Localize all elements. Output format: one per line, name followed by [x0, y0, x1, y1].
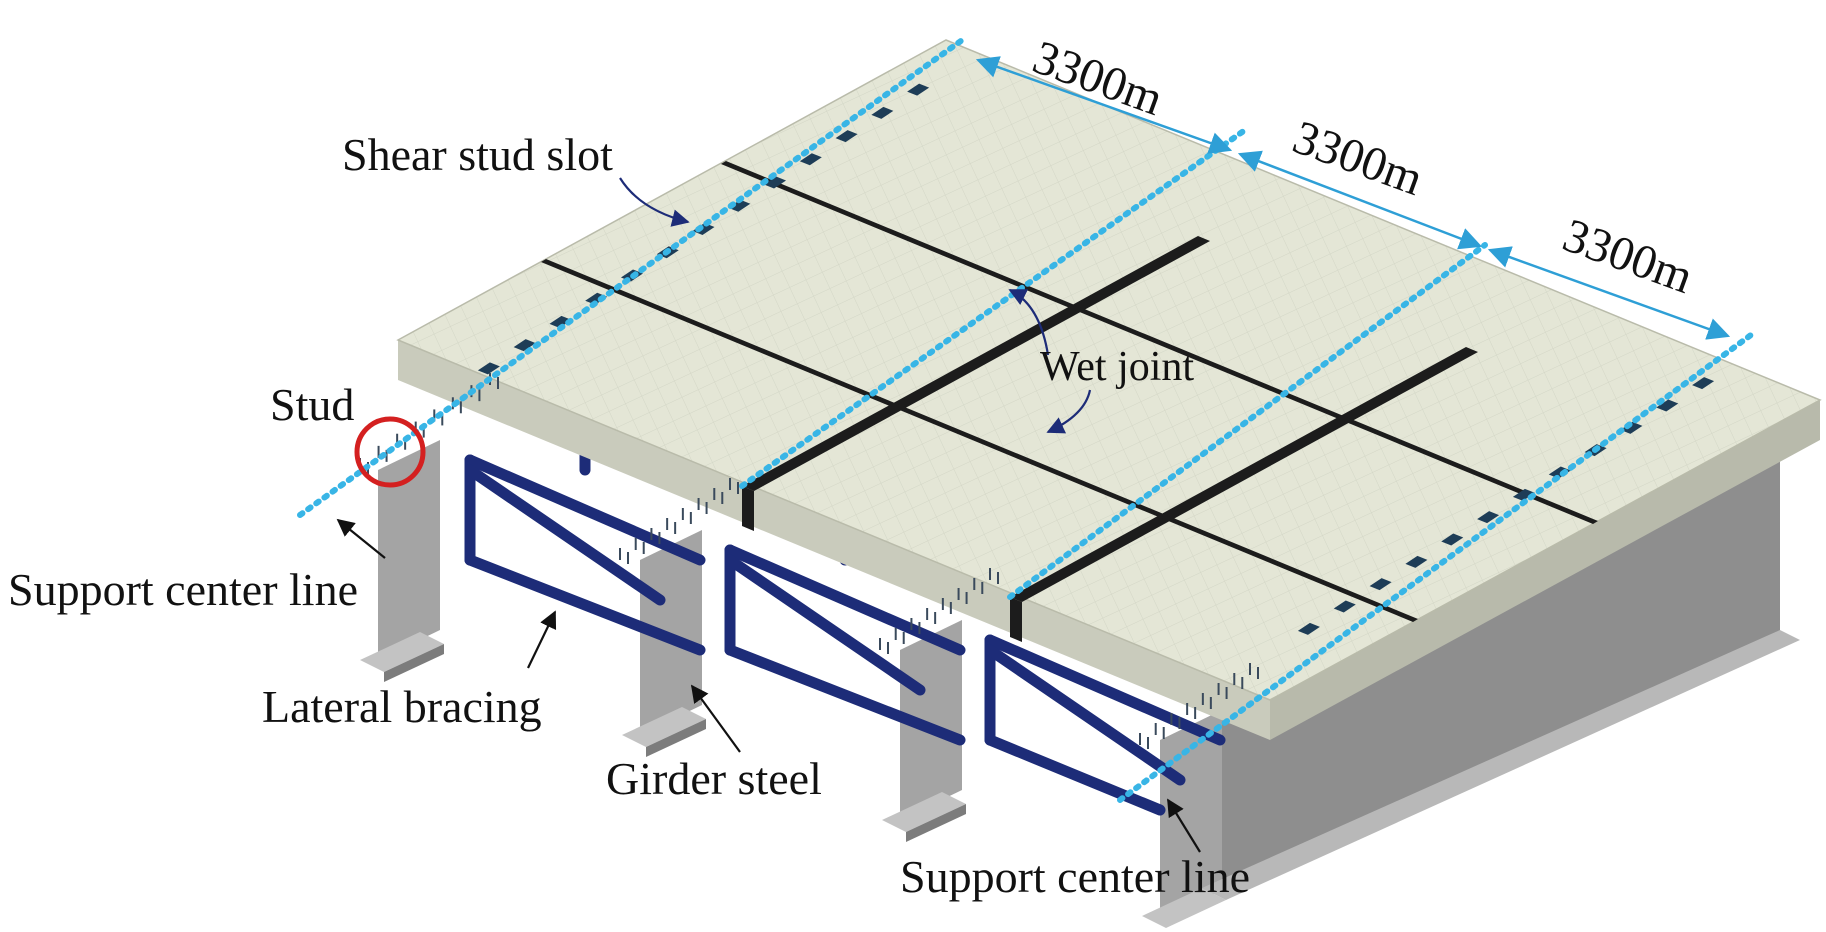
stud-group — [359, 373, 1259, 749]
shear-stud-slot — [764, 176, 787, 189]
joint-center-line-1 — [739, 127, 1248, 489]
support-center-line-bottom-leader — [1167, 798, 1201, 853]
shear-stud-slot — [907, 83, 930, 96]
wet-joint-group — [541, 161, 1598, 642]
shear-stud-slot — [513, 339, 536, 352]
shear-stud-slot — [835, 130, 858, 143]
concrete-deck — [396, 39, 1822, 740]
lateral-bracing-group — [464, 434, 1226, 816]
shear-stud-slot — [1512, 488, 1535, 501]
center-line-group — [297, 35, 1758, 803]
shear-stud-slot — [1297, 622, 1320, 635]
shear-stud-slot — [1441, 533, 1464, 546]
support-center-line-top-leader — [336, 518, 386, 559]
girder-steel-1 — [360, 440, 444, 682]
shear-stud-slot — [1477, 511, 1500, 524]
dimension-arrow-2 — [1237, 150, 1483, 250]
stud-highlight-circle — [354, 416, 426, 488]
girder-group — [360, 440, 1800, 928]
shear-stud-slot — [1656, 399, 1679, 412]
shear-stud-slot — [1692, 377, 1715, 390]
stud-label: Stud — [270, 379, 354, 430]
girder-steel-2 — [622, 530, 706, 757]
dimension-arrow-3 — [1487, 246, 1731, 340]
wet-joint-label: Wet joint — [1040, 344, 1194, 390]
wet-joint-leader-2 — [1046, 389, 1092, 434]
shear-stud-slot — [728, 199, 751, 212]
girder-steel-label: Girder steel — [606, 753, 822, 804]
leader-arrow-group — [336, 177, 1201, 853]
lateral-bracing-label: Lateral bracing — [262, 681, 542, 732]
girder-steel-3 — [882, 620, 966, 842]
shear-stud-slot — [549, 315, 572, 328]
support-center-line-bottom-label: Support center line — [900, 851, 1250, 902]
girder-steel-leader — [690, 684, 741, 753]
shear-stud-slot — [799, 153, 822, 166]
shear-stud-slot-label: Shear stud slot — [342, 129, 613, 180]
girder-steel-4 — [1142, 460, 1800, 928]
dimension-arrow-group — [975, 56, 1731, 340]
support-center-line-top-label: Support center line — [8, 564, 358, 615]
shear-stud-slot — [1620, 421, 1643, 434]
wet-joint-leader-1 — [1008, 289, 1050, 356]
joint-center-line-2 — [1007, 242, 1488, 600]
support-center-line-right — [1117, 329, 1758, 803]
dimension-label-3: 3300m — [1556, 209, 1699, 304]
shear-stud-slot-leader — [619, 177, 690, 227]
shear-stud-slot — [477, 362, 500, 375]
lateral-bracing-leader — [527, 610, 557, 669]
shear-stud-slot — [1405, 555, 1428, 568]
shear-stud-slot — [1369, 578, 1392, 591]
support-center-line-left — [297, 35, 968, 518]
shear-stud-slot — [871, 106, 894, 119]
dimension-arrow-1 — [975, 56, 1233, 154]
shear-stud-slot — [1333, 600, 1356, 613]
